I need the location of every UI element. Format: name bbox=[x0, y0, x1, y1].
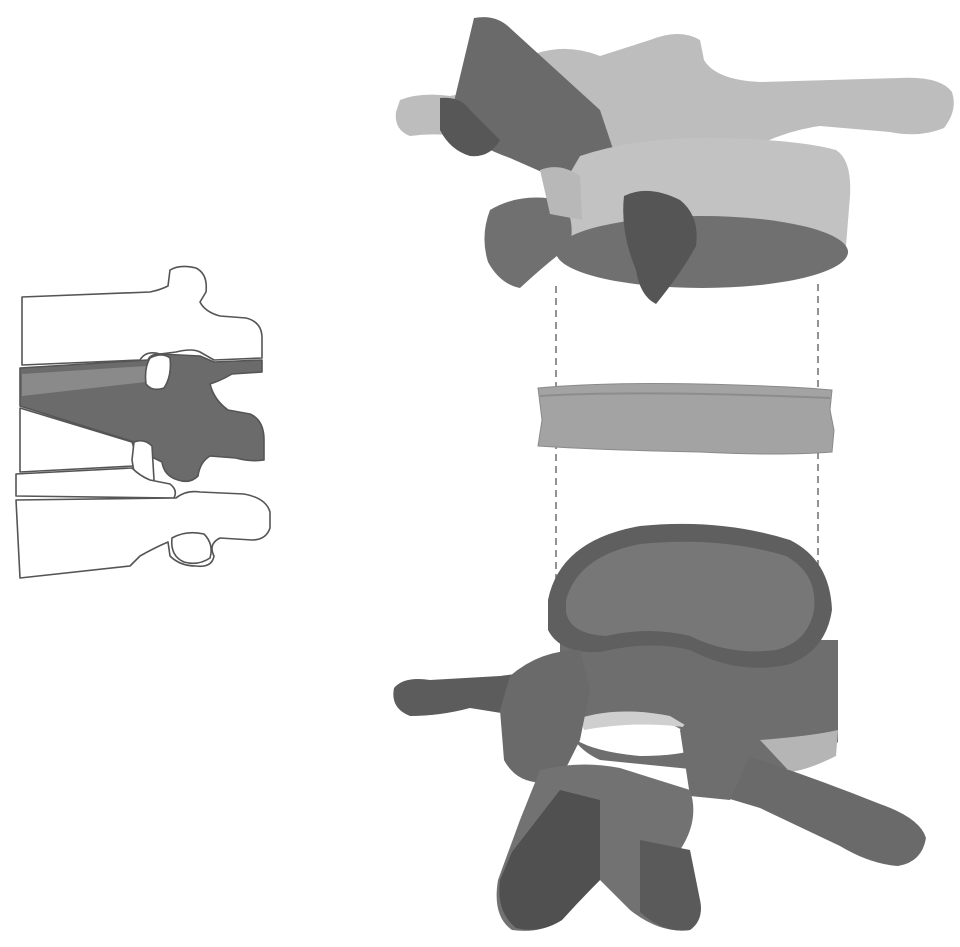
intervertebral-disc bbox=[538, 384, 834, 455]
upper-vertebra-endplate bbox=[556, 216, 848, 288]
bottom-vertebral-body-outline bbox=[16, 492, 270, 578]
facet-joint-upper bbox=[146, 355, 171, 389]
lower-vertebra-endplate bbox=[566, 542, 814, 652]
upper-vertebral-body-outline bbox=[22, 266, 262, 365]
lower-vertebra bbox=[393, 524, 926, 931]
lateral-spine-diagram bbox=[16, 266, 270, 578]
lower-vertebra-spinous-face-right bbox=[640, 840, 701, 931]
lower-vertebra-spinous-face-left bbox=[499, 790, 600, 930]
lower-vertebra-lamina-left bbox=[500, 650, 590, 783]
upper-vertebra bbox=[396, 17, 954, 304]
facet-joint-lower bbox=[172, 533, 211, 564]
